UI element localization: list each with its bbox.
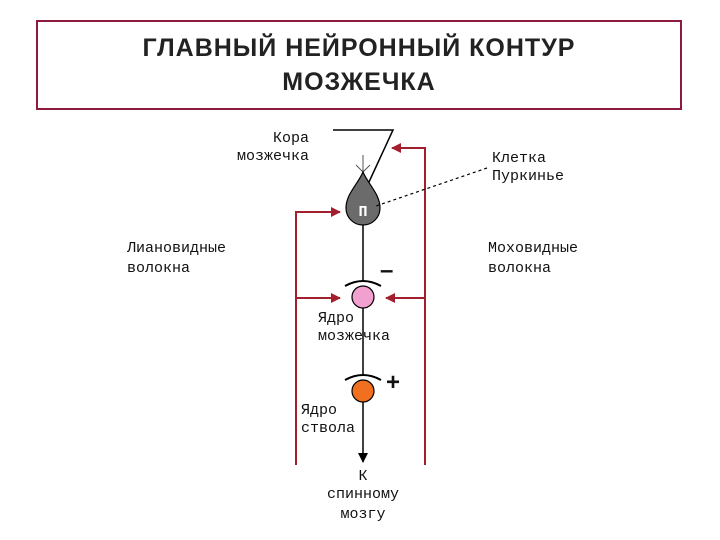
brainstem-nucleus-label-1: Ядро <box>301 402 337 419</box>
cerebellar-nucleus-synapse <box>344 280 382 287</box>
purkinje-letter: П <box>358 204 367 221</box>
excitatory-sign: + <box>386 369 400 396</box>
purkinje-label-2: Пуркинье <box>492 168 564 185</box>
cerebellar-nucleus-label-1: Ядро <box>318 310 354 327</box>
cortex-label-1: Кора <box>273 130 309 147</box>
brainstem-nucleus <box>351 379 375 403</box>
output-label-1: К <box>358 468 367 485</box>
climbing-fiber <box>295 207 341 465</box>
cerebellar-nucleus <box>351 285 375 309</box>
purkinje-dendrite-branch-right <box>362 164 371 173</box>
purkinje-pointer <box>375 167 488 207</box>
output-label-3: мозгу <box>340 506 385 523</box>
climbing-label-2: волокна <box>127 260 190 277</box>
title-line-1: ГЛАВНЫЙ НЕЙРОННЫЙ КОНТУР <box>142 34 576 62</box>
mossy-label-1: Моховидные <box>488 240 578 257</box>
mossy-label-2: волокна <box>488 260 551 277</box>
cerebellar-nucleus-label-2: мозжечка <box>318 328 390 345</box>
mossy-fiber <box>391 143 426 465</box>
purkinje-label-1: Клетка <box>492 150 546 167</box>
brainstem-nucleus-label-2: ствола <box>301 420 355 437</box>
title-box: ГЛАВНЫЙ НЕЙРОННЫЙ КОНТУР МОЗЖЕЧКА <box>36 20 682 110</box>
inhibitory-sign: – <box>380 257 393 284</box>
climbing-label-1: Лиановидные <box>126 240 226 257</box>
brainstem-nucleus-synapse <box>344 374 382 381</box>
purkinje-dendrite-branch-left <box>355 164 364 173</box>
cortex-triangle <box>333 129 395 196</box>
title-line-2: МОЗЖЕЧКА <box>282 68 436 96</box>
cortex-label-2: мозжечка <box>237 148 309 165</box>
output-label-2: спинному <box>327 486 399 503</box>
